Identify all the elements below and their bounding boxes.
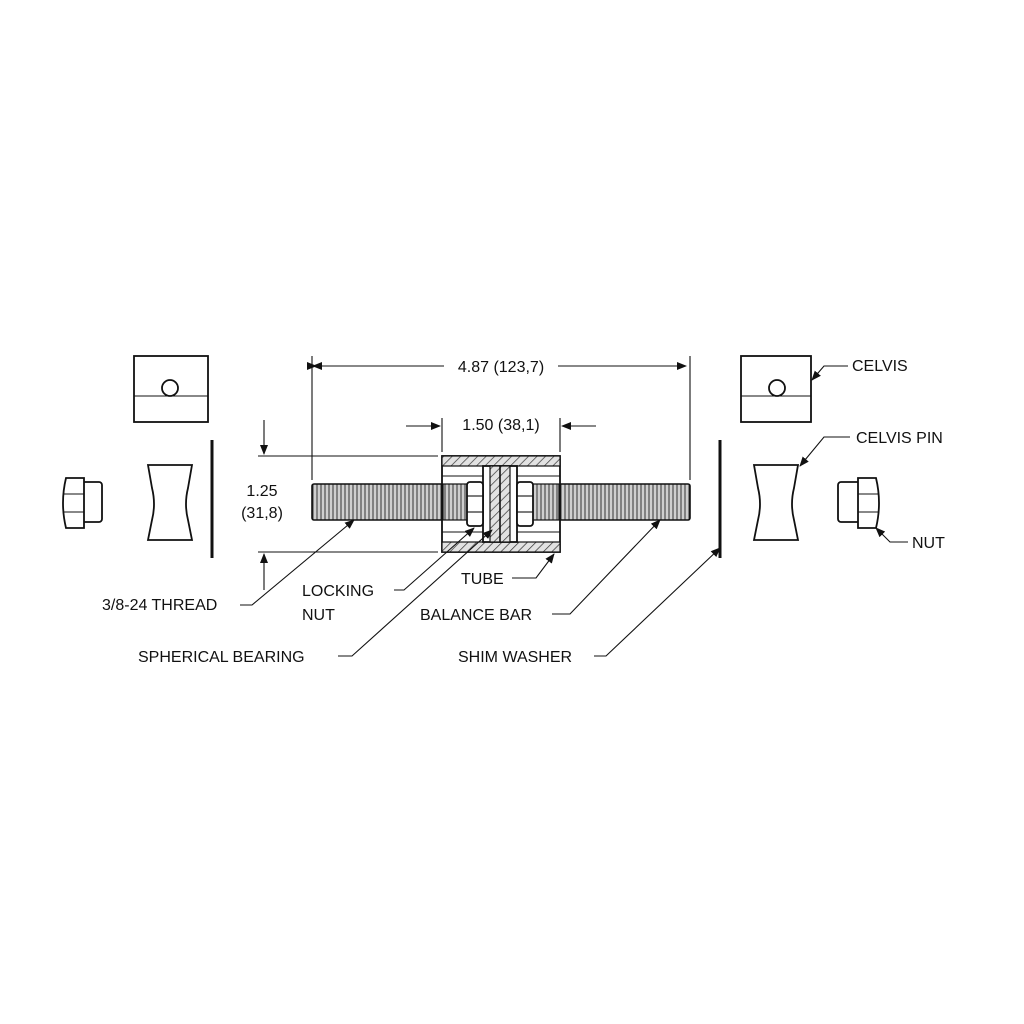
balance-bar-label: BALANCE BAR (420, 607, 532, 624)
right-clevis (740, 355, 812, 423)
left-clevis-body (146, 464, 194, 541)
locking-nut-label-line2: NUT (302, 607, 335, 624)
tube-length-label: 1.50 (38,1) (462, 417, 539, 434)
left-nut (62, 477, 103, 529)
right-nut (837, 477, 880, 529)
spherical-bearing (482, 465, 518, 543)
overall-length-dimension (307, 356, 691, 480)
tube-length-dimension (406, 418, 596, 452)
clevis-label: CELVIS (852, 358, 908, 375)
shim-washer-label: SHIM WASHER (458, 649, 572, 666)
height-label-in: 1.25 (246, 483, 277, 500)
thread-label: 3/8-24 THREAD (102, 597, 217, 614)
right-locking-nut (516, 481, 534, 527)
left-locking-nut (466, 481, 484, 527)
nut-label: NUT (912, 535, 945, 552)
callout-leaders (240, 365, 908, 657)
clevis-pin-label: CELVIS PIN (856, 430, 943, 447)
right-clevis-body (752, 464, 800, 541)
height-label-mm: (31,8) (241, 505, 283, 522)
tube-label: TUBE (461, 571, 504, 588)
locking-nut-label-line1: LOCKING (302, 583, 374, 600)
overall-length-label: 4.87 (123,7) (458, 359, 544, 376)
spherical-bearing-label: SPHERICAL BEARING (138, 649, 305, 666)
height-dimension (258, 420, 438, 590)
left-clevis (133, 355, 209, 423)
